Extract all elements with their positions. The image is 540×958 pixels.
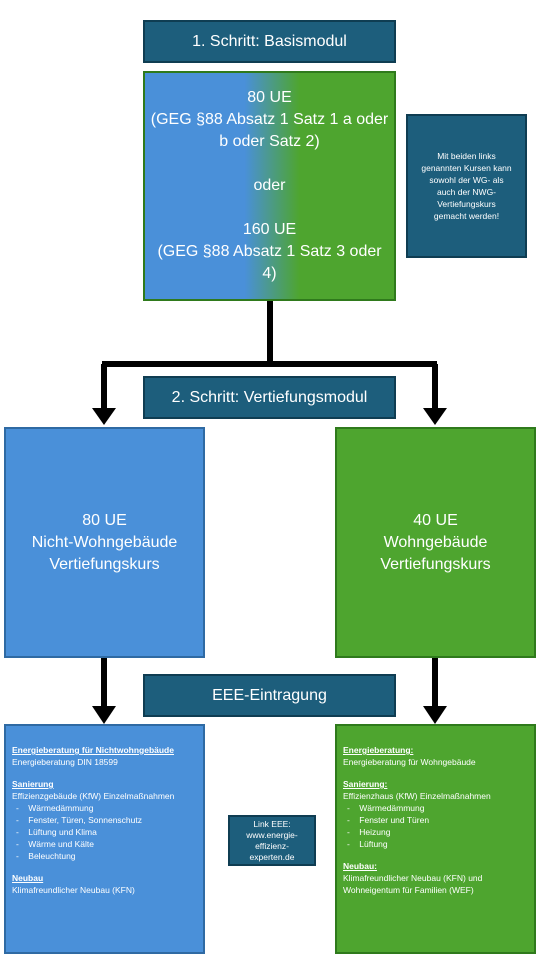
basis-line-8: 4) [262, 265, 277, 282]
right-lower-arrowhead [423, 706, 447, 724]
basis-line-7: (GEG §88 Absatz 1 Satz 3 oder [157, 243, 382, 260]
wg-line-0: 40 UE [413, 511, 458, 529]
nwg-line-0: 80 UE [82, 511, 127, 529]
basis-line-6: 160 UE [242, 221, 297, 238]
left-lower-arrowhead [92, 706, 116, 724]
wg-vertiefung-box: 40 UE Wohngebäude Vertiefungskurs [335, 427, 536, 658]
wg-detail-text1: Energieberatung für Wohngebäude [343, 757, 476, 767]
link-line-2: effizienz- [255, 840, 289, 851]
nwg-detail-item: - Fenster, Türen, Sonnenschutz [16, 815, 142, 825]
eee-label: EEE-Eintragung [212, 686, 327, 704]
side-note-box: Mit beiden links genannten Kursen kann s… [406, 114, 527, 258]
note-line-2: sowohl der WG- als [429, 175, 504, 185]
nwg-detail-text1: Energieberatung DIN 18599 [12, 757, 118, 767]
step1-box: 1. Schritt: Basismodul [143, 20, 396, 63]
nwg-detail-box: Energieberatung für Nichtwohngebäude Ene… [4, 724, 205, 954]
right-branch-arrowhead [423, 408, 447, 425]
nwg-detail-heading1: Energieberatung für Nichtwohngebäude [12, 745, 174, 755]
basis-line-2: b oder Satz 2) [219, 133, 320, 150]
wg-line-1: Wohngebäude [383, 533, 488, 551]
basis-line-1: (GEG §88 Absatz 1 Satz 1 a oder [150, 111, 389, 128]
basis-line-0: 80 UE [247, 89, 292, 106]
nwg-detail-heading3: Neubau [12, 873, 44, 883]
nwg-detail-heading2: Sanierung [12, 779, 54, 789]
nwg-vertiefung-box: 80 UE Nicht-Wohngebäude Vertiefungskurs [4, 427, 205, 658]
wg-detail-item: - Fenster und Türen [347, 815, 430, 825]
wg-detail-text3b: Wohneigentum für Familien (WEF) [343, 885, 474, 895]
left-branch-arrowhead [92, 408, 116, 425]
link-line-3: experten.de [249, 851, 295, 862]
nwg-detail-text2: Effizienzgebäude (KfW) Einzelmaßnahmen [12, 791, 175, 801]
eee-box: EEE-Eintragung [143, 674, 396, 717]
nwg-detail-item: - Lüftung und Klima [16, 827, 97, 837]
wg-detail-text3a: Klimafreundlicher Neubau (KFN) und [343, 873, 483, 883]
note-line-3: auch der NWG- [436, 187, 497, 197]
nwg-detail-item: - Wärmedämmung [16, 803, 94, 813]
wg-line-2: Vertiefungskurs [380, 555, 491, 573]
nwg-detail-item: - Beleuchtung [16, 851, 76, 861]
step1-label: 1. Schritt: Basismodul [192, 32, 347, 50]
wg-detail-text2: Effizienzhaus (KfW) Einzelmaßnahmen [343, 791, 491, 801]
note-line-5: gemacht werden! [433, 211, 500, 221]
nwg-detail-text3: Klimafreundlicher Neubau (KFN) [12, 885, 135, 895]
basis-line-4: oder [253, 177, 286, 194]
link-line-1: www.energie- [246, 829, 298, 840]
wg-detail-heading2: Sanierung: [343, 779, 388, 789]
link-line-0: Link EEE: [253, 818, 291, 829]
note-line-4: Vertiefungskurs [437, 199, 496, 209]
step2-box: 2. Schritt: Vertiefungsmodul [143, 376, 396, 419]
wg-detail-heading3: Neubau: [343, 861, 377, 871]
note-line-0: Mit beiden links [437, 151, 496, 161]
wg-detail-box: Energieberatung: Energieberatung für Woh… [335, 724, 536, 954]
eee-link-box[interactable]: Link EEE: www.energie- effizienz- expert… [228, 815, 316, 866]
step2-label: 2. Schritt: Vertiefungsmodul [171, 388, 368, 406]
wg-detail-heading1: Energieberatung: [343, 745, 414, 755]
basismodul-box: 80 UE (GEG §88 Absatz 1 Satz 1 a oder b … [143, 71, 396, 301]
wg-detail-item: - Heizung [347, 827, 391, 837]
nwg-detail-item: - Wärme und Kälte [16, 839, 94, 849]
wg-detail-item: - Wärmedämmung [347, 803, 425, 813]
wg-detail-item: - Lüftung [347, 839, 388, 849]
nwg-line-2: Vertiefungskurs [49, 555, 160, 573]
note-line-1: genannten Kursen kann [421, 163, 512, 173]
nwg-line-1: Nicht-Wohngebäude [31, 533, 178, 551]
